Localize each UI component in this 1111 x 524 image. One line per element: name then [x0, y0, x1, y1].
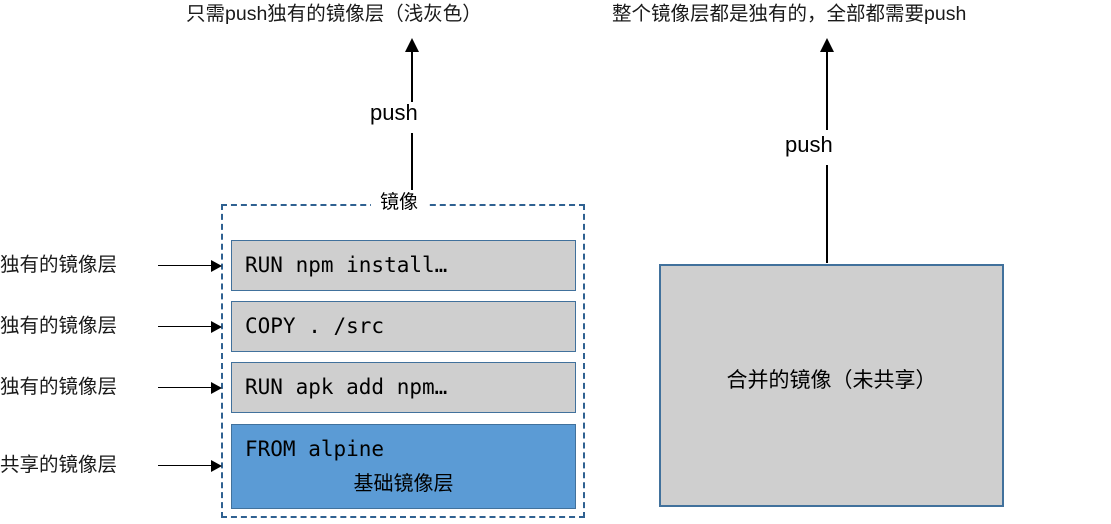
connector-line — [158, 265, 212, 266]
push-arrow-left-stem-lower — [411, 133, 413, 203]
connector-line — [158, 326, 212, 327]
side-label-shared-layer: 共享的镜像层 — [0, 454, 118, 476]
connector-arrowhead-icon — [211, 460, 222, 472]
layer-row-run-npm-install[interactable]: RUN npm install… — [231, 240, 576, 291]
connector-arrow-icon-2 — [158, 321, 222, 333]
connector-line — [158, 387, 212, 388]
push-arrow-left-stem-upper — [411, 50, 413, 102]
caption-right-scenario: 整个镜像层都是独有的，全部都需要push — [612, 3, 967, 25]
connector-arrow-icon-3 — [158, 382, 222, 394]
connector-line — [158, 465, 212, 466]
caption-left-scenario: 只需push独有的镜像层（浅灰色） — [186, 3, 482, 25]
side-label-unique-layer-3: 独有的镜像层 — [0, 376, 118, 398]
push-arrow-left-arrowhead-icon — [405, 38, 419, 52]
push-label-right: push — [785, 132, 833, 157]
connector-arrow-icon-1 — [158, 260, 222, 272]
layer-subtitle-base-image: 基础镜像层 — [353, 473, 454, 495]
layer-row-run-apk-add-npm[interactable]: RUN apk add npm… — [231, 362, 576, 413]
layer-row-copy-src[interactable]: COPY . /src — [231, 301, 576, 352]
connector-arrowhead-icon — [211, 321, 222, 333]
connector-arrowhead-icon — [211, 382, 222, 394]
layer-command-text: RUN npm install… — [245, 253, 448, 277]
layer-command-text: RUN apk add npm… — [245, 375, 448, 399]
merged-image-label: 合并的镜像（未共享） — [726, 369, 937, 392]
side-label-unique-layer-2: 独有的镜像层 — [0, 315, 118, 337]
connector-arrowhead-icon — [211, 260, 222, 272]
push-label-left: push — [370, 100, 418, 125]
push-arrow-right-arrowhead-icon — [820, 38, 834, 52]
side-label-unique-layer-1: 独有的镜像层 — [0, 254, 118, 276]
layer-command-text: COPY . /src — [245, 314, 385, 338]
layer-row-from-alpine[interactable]: FROM alpine 基础镜像层 — [231, 424, 576, 509]
merged-image-box[interactable]: 合并的镜像（未共享） — [659, 264, 1004, 507]
push-arrow-right-stem-upper — [826, 50, 828, 130]
push-arrow-right-stem-lower — [826, 165, 828, 263]
connector-arrow-icon-4 — [158, 460, 222, 472]
image-container-title: 镜像 — [371, 190, 428, 216]
layer-command-text: FROM alpine — [245, 437, 385, 461]
